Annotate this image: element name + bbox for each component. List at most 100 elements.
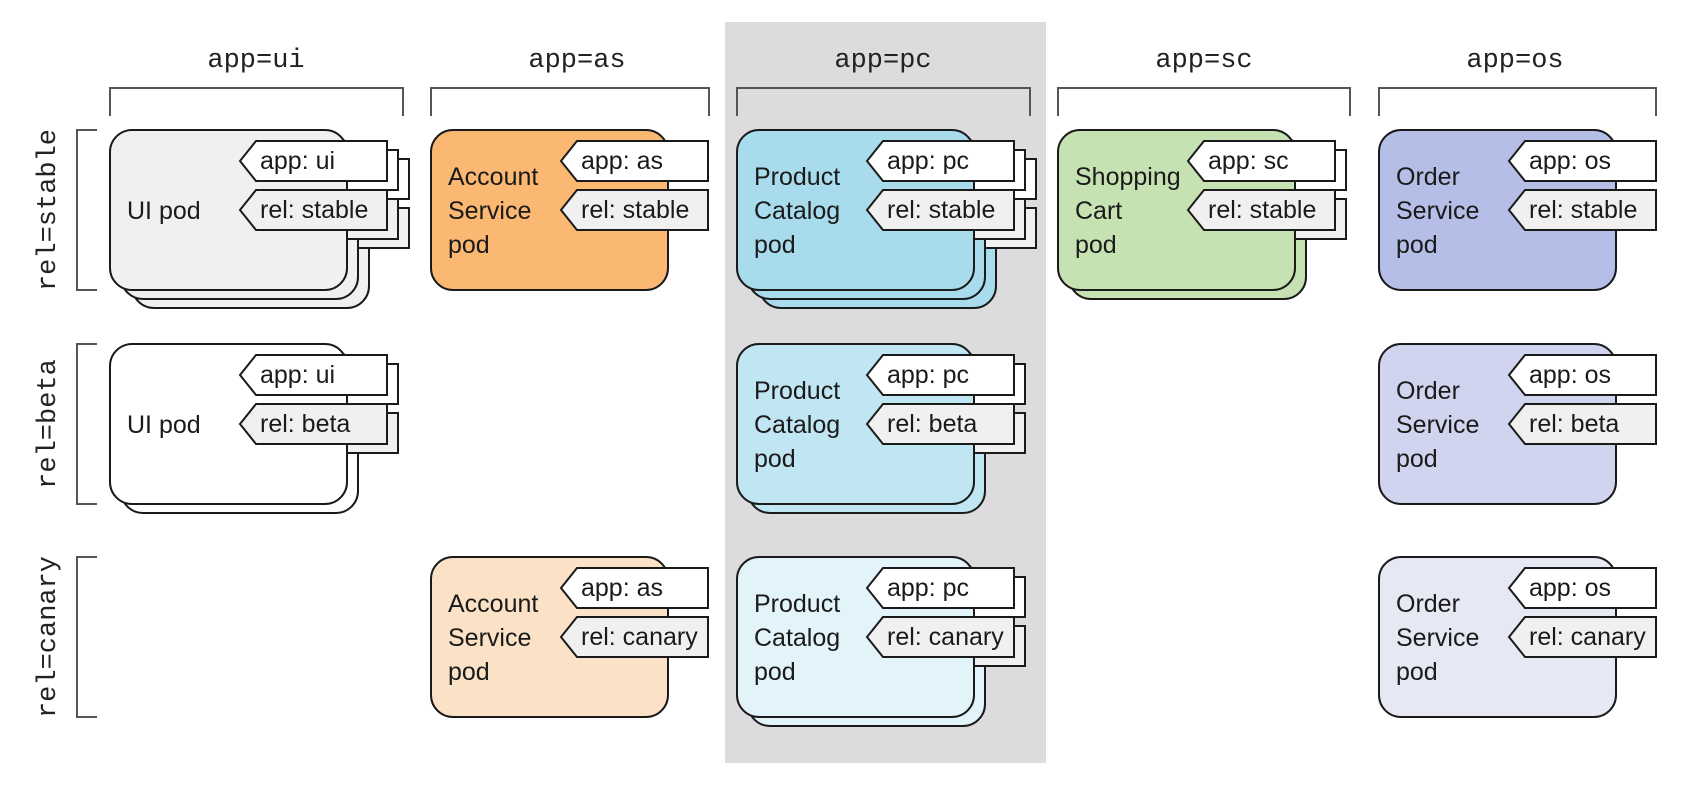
header-layer: app=ui app=as app=pc app=sc app=os rel=stable… — [34, 46, 1657, 718]
app-label-text: app: os — [1529, 361, 1611, 389]
column-label: app=pc — [834, 46, 931, 76]
pod-name-line: Account — [448, 163, 538, 191]
pod-name-line: Order — [1396, 590, 1460, 618]
rel-label-text: rel: stable — [1208, 196, 1316, 224]
rel-label-text: rel: stable — [887, 196, 995, 224]
rel-label-tag — [1186, 189, 1336, 231]
app-label-text: app: os — [1529, 574, 1611, 602]
rel-label-tag — [865, 403, 1015, 445]
rel-label-text: rel: canary — [887, 623, 1004, 651]
pod-name-line: Catalog — [754, 197, 840, 225]
app-label-tag — [559, 140, 709, 182]
row-bracket — [76, 556, 97, 718]
app-label-text: app: os — [1529, 147, 1611, 175]
pod-name-line: Service — [1396, 624, 1479, 652]
pod-name-line: pod — [754, 658, 796, 686]
pod-name-line: Product — [754, 163, 840, 191]
app-label-text: app: ui — [260, 147, 335, 175]
pod-name-line: pod — [1075, 231, 1117, 259]
pod-name-line: UI pod — [127, 411, 201, 439]
rel-label-text: rel: stable — [1529, 196, 1637, 224]
pod-name-line: Product — [754, 590, 840, 618]
pod-name-line: Service — [448, 197, 531, 225]
rel-label-text: rel: canary — [581, 623, 698, 651]
column-label: app=os — [1466, 46, 1563, 76]
column-bracket — [430, 87, 710, 116]
column-label: app=as — [528, 46, 625, 76]
app-label-tag — [865, 140, 1015, 182]
pod-name-line: pod — [448, 658, 490, 686]
rel-label-tag — [559, 189, 709, 231]
pod-name-line: UI pod — [127, 197, 201, 225]
row-label: rel=beta — [34, 359, 64, 489]
app-label-text: app: as — [581, 147, 663, 175]
column-label: app=ui — [207, 46, 304, 76]
app-label-tag — [238, 354, 388, 396]
pod-ui-beta: UI pod app: ui rel: beta — [109, 343, 399, 514]
row-label: rel=stable — [34, 129, 64, 291]
rel-label-tag — [1507, 403, 1657, 445]
column-bracket — [109, 87, 404, 116]
rel-label-tag — [238, 189, 388, 231]
column-label: app=sc — [1155, 46, 1252, 76]
app-label-tag — [238, 140, 388, 182]
pod-name-line: pod — [1396, 445, 1438, 473]
rel-label-text: rel: beta — [260, 410, 350, 438]
rel-label-tag — [559, 616, 709, 658]
column-bracket — [1057, 87, 1351, 116]
app-label-tag — [1507, 140, 1657, 182]
app-label-tag — [1186, 140, 1336, 182]
pod-name-line: pod — [1396, 658, 1438, 686]
pod-name-line: Account — [448, 590, 538, 618]
app-label-text: app: pc — [887, 361, 969, 389]
pod-name-line: Service — [1396, 197, 1479, 225]
app-label-tag — [865, 354, 1015, 396]
pod-name-line: pod — [754, 231, 796, 259]
row-bracket — [76, 129, 97, 291]
rel-label-text: rel: beta — [887, 410, 977, 438]
pod-name-line: Product — [754, 377, 840, 405]
column-bracket — [1378, 87, 1657, 116]
rel-label-text: rel: canary — [1529, 623, 1646, 651]
app-label-tag — [559, 567, 709, 609]
rel-label-tag — [865, 616, 1015, 658]
rel-label-text: rel: beta — [1529, 410, 1619, 438]
pod-name-line: Shopping — [1075, 163, 1181, 191]
app-label-text: app: pc — [887, 147, 969, 175]
pod-name-line: Catalog — [754, 411, 840, 439]
app-label-text: app: ui — [260, 361, 335, 389]
column-bracket — [736, 87, 1031, 116]
pod-name-line: pod — [1396, 231, 1438, 259]
app-label-text: app: pc — [887, 574, 969, 602]
pod-name-line: Order — [1396, 377, 1460, 405]
pod-name-line: Service — [1396, 411, 1479, 439]
rel-label-tag — [238, 403, 388, 445]
app-label-text: app: as — [581, 574, 663, 602]
rel-label-text: rel: stable — [581, 196, 689, 224]
app-label-text: app: sc — [1208, 147, 1289, 175]
rel-label-tag — [1507, 616, 1657, 658]
pod-ui-stable: UI pod app: ui rel: stable — [109, 129, 410, 309]
app-label-tag — [1507, 354, 1657, 396]
app-label-tag — [1507, 567, 1657, 609]
pod-name-line: Service — [448, 624, 531, 652]
pod-name-line: pod — [448, 231, 490, 259]
pod-name-line: Catalog — [754, 624, 840, 652]
pod-name-line: Cart — [1075, 197, 1122, 225]
pod-name-line: Order — [1396, 163, 1460, 191]
row-bracket — [76, 343, 97, 505]
rel-label-text: rel: stable — [260, 196, 368, 224]
rel-label-tag — [1507, 189, 1657, 231]
rel-label-tag — [865, 189, 1015, 231]
